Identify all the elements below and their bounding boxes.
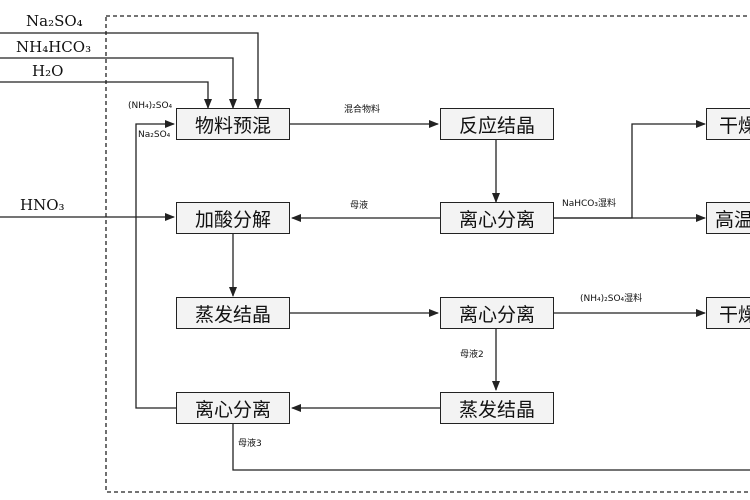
na2so4-feed-line bbox=[0, 32, 262, 109]
h2o-feed-line bbox=[0, 81, 212, 109]
evaporate-2-box: 蒸发结晶 bbox=[440, 392, 554, 424]
evaporate-1-box: 蒸发结晶 bbox=[176, 297, 290, 329]
reaction-crystal-box: 反应结晶 bbox=[440, 108, 554, 140]
acid-decompose-box: 加酸分解 bbox=[176, 202, 290, 234]
nh4hco3-input-label: NH₄HCO₃ bbox=[16, 38, 92, 56]
centrifuge-3-box: 离心分离 bbox=[176, 392, 290, 424]
mother-liquor-1-label: 母液 bbox=[350, 201, 369, 211]
hno3-input-label: HNO₃ bbox=[20, 196, 65, 214]
h2o-input-label: H₂O bbox=[32, 62, 64, 80]
nh4-2so4-wet-label: (NH₄)₂SO₄湿料 bbox=[580, 294, 643, 304]
centrifuge-2-box: 离心分离 bbox=[440, 297, 554, 329]
nh4hco3-feed-line bbox=[0, 57, 237, 109]
nahco3-wet-label: NaHCO₃湿料 bbox=[562, 199, 616, 209]
na2so4-input-label: Na₂SO₄ bbox=[26, 12, 83, 30]
high-temp-box: 高温 bbox=[706, 202, 750, 234]
process-boundary bbox=[105, 15, 750, 493]
mixed-material-label: 混合物料 bbox=[344, 105, 381, 115]
mother-liquor-2-label: 母液2 bbox=[460, 350, 484, 360]
na2so4-recycle-label: Na₂SO₄ bbox=[138, 130, 171, 140]
mother-liquor-3-label: 母液3 bbox=[238, 439, 262, 449]
dry-2-box: 干燥 bbox=[706, 297, 750, 329]
premix-box: 物料预混 bbox=[176, 108, 290, 140]
dry-1-box: 干燥 bbox=[706, 108, 750, 140]
nh4-2so4-recycle-label: (NH₄)₂SO₄ bbox=[128, 101, 173, 111]
recycle-loop-line bbox=[135, 120, 176, 409]
centrifuge-1-box: 离心分离 bbox=[440, 202, 554, 234]
mother-liquor-3-line bbox=[232, 424, 750, 471]
